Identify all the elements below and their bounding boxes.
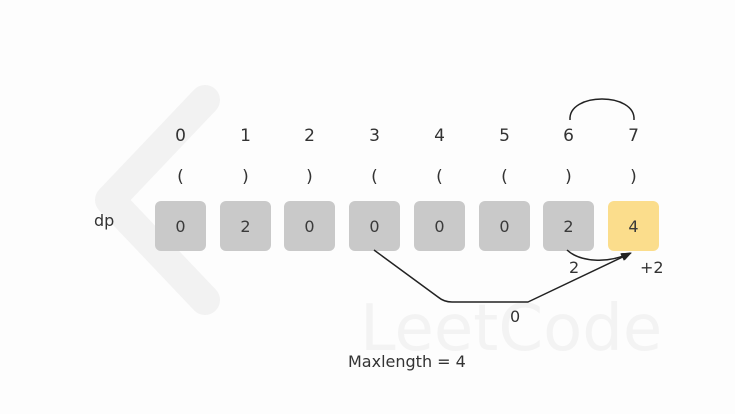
paren-char: ( (371, 167, 378, 187)
dp-cell: 2 (543, 201, 594, 251)
dp-cell: 0 (349, 201, 400, 251)
plus-label: +2 (640, 258, 664, 277)
dp-cell: 2 (220, 201, 271, 251)
index-label: 6 (563, 126, 574, 146)
dp-cell: 0 (284, 201, 335, 251)
dp-cell: 0 (155, 201, 206, 251)
index-label: 5 (499, 126, 510, 146)
paren-char: ) (306, 167, 313, 187)
dp-row-label: dp (94, 211, 115, 230)
paren-char: ( (177, 167, 184, 187)
index-label: 4 (434, 126, 445, 146)
index-label: 2 (304, 126, 315, 146)
index-label: 3 (369, 126, 380, 146)
paren-char: ( (501, 167, 508, 187)
paren-char: ( (436, 167, 443, 187)
short-arrow-label: 2 (569, 258, 580, 277)
paren-char: ) (565, 167, 572, 187)
dp-cell: 0 (479, 201, 530, 251)
long-arrow-label: 0 (510, 307, 521, 326)
index-label: 7 (628, 126, 639, 146)
paren-char: ) (242, 167, 249, 187)
dp-cell-highlighted: 4 (608, 201, 659, 251)
dp-cell: 0 (414, 201, 465, 251)
paren-char: ) (630, 167, 637, 187)
watermark-text: LeetCode (360, 292, 662, 366)
index-label: 0 (175, 126, 186, 146)
max-length-result: Maxlength = 4 (348, 352, 466, 371)
index-label: 1 (240, 126, 251, 146)
